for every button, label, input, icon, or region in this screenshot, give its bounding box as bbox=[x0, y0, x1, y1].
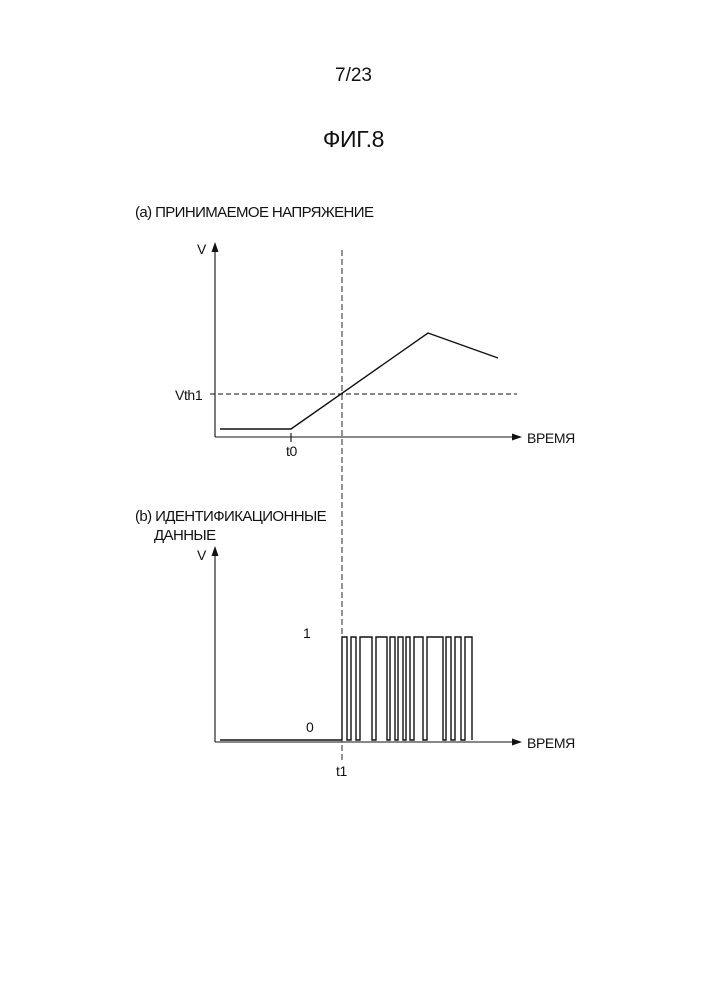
panel-b-y-arrow bbox=[212, 546, 219, 556]
panel-a-x-arrow bbox=[512, 434, 522, 441]
panel-a-y-arrow bbox=[212, 242, 219, 252]
received-voltage-curve bbox=[220, 333, 498, 429]
identification-pulse-train bbox=[342, 637, 472, 740]
panel-b-x-arrow bbox=[512, 739, 522, 746]
